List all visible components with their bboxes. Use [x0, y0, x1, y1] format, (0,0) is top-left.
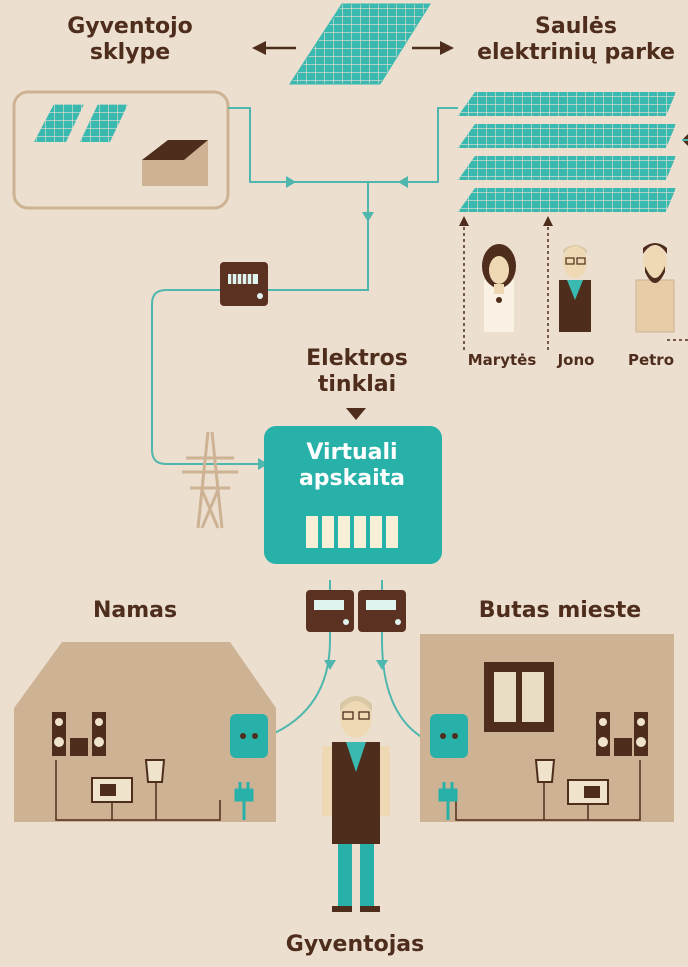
grid-label: Elektros tinklai: [306, 346, 408, 397]
person-maryte-icon: [482, 244, 516, 332]
resident-label: Gyventojas: [285, 932, 425, 957]
resident-figure-icon: [322, 696, 390, 912]
solar-park-panels: [458, 92, 688, 212]
left-arrow-icon: [252, 41, 296, 55]
house-appliances: [52, 712, 221, 821]
ownership-dashed-lines: [463, 224, 688, 350]
flow-arrowheads: [258, 176, 408, 670]
apartment-appliances: [455, 712, 648, 821]
person-label-petras: Petro: [627, 351, 675, 369]
house-label: Namas: [92, 598, 178, 623]
person-label-jonas: Jono: [557, 351, 595, 369]
apartment-building: [420, 634, 674, 822]
resident-plot: [12, 90, 230, 210]
resident-plot-label: Gyventojo sklype: [67, 14, 193, 65]
solar-panel-icon: [289, 3, 431, 85]
person-label-maryte: Marytės: [467, 351, 537, 369]
grid-arrow-icon: [346, 408, 366, 420]
meter-apartment-icon: [358, 590, 406, 632]
person-jonas-icon: [559, 245, 591, 332]
house-building: [14, 642, 276, 822]
apartment-label: Butas mieste: [478, 598, 642, 623]
solar-park-label: Saulės elektrinių parke: [477, 14, 675, 65]
meter-icon: [220, 262, 268, 306]
pylon-icon: [182, 431, 238, 529]
house-socket-icon: [230, 714, 268, 820]
virtual-metering-box: [264, 426, 442, 564]
person-petras-icon: [635, 243, 675, 333]
virtual-metering-label: Virtuali apskaita: [298, 440, 406, 491]
house-icon: [142, 140, 208, 186]
meter-house-icon: [306, 590, 354, 632]
apartment-socket-icon: [430, 714, 468, 820]
right-arrow-icon: [412, 41, 454, 55]
flow-lines: [151, 107, 688, 737]
